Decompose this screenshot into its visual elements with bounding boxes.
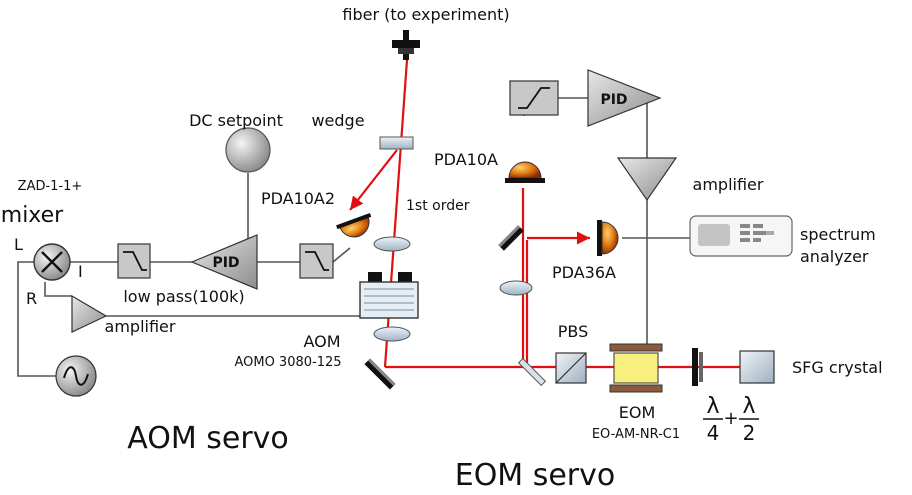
oscillator-icon [55,355,97,397]
aom-model-label: AOMO 3080-125 [234,355,341,370]
waveplate-formula: λ 4 + λ 2 [703,394,759,445]
pbs-cube-icon [555,352,587,384]
sfg-crystal-icon [739,350,775,384]
eom-servo-title: EOM servo [455,458,616,493]
amplifier-right-label: amplifier [693,175,764,194]
fiber-label: fiber (to experiment) [342,5,509,24]
amplifier-left-icon [71,294,108,333]
zad-label: ZAD-1-1+ [18,179,83,194]
eom-icon [609,343,663,393]
mirror-icon [364,358,396,390]
pda10a-detector-icon [505,161,545,183]
mixer-r-port: R [26,289,37,308]
pda36a-label: PDA36A [552,263,616,282]
aom-servo-title: AOM servo [127,421,289,456]
dc-setpoint-label: DC setpoint [189,111,283,130]
amplifier-right-icon [616,157,678,202]
lens-icon [373,326,411,342]
spectrum-analyzer-label-2: analyzer [800,247,869,266]
lambda-4-numerator: λ [706,394,719,419]
aom-label: AOM [303,332,340,351]
spectrum-analyzer-label-1: spectrum [800,225,876,244]
pid-controller-icon [587,69,662,127]
electrical-wires [17,97,690,377]
eom-label: EOM [619,403,656,422]
pda10a2-label: PDA10A2 [261,189,335,208]
pbs-label: PBS [558,322,589,341]
pda36a-detector-icon [597,220,619,256]
pda10a-label: PDA10A [434,150,498,169]
waveplate-icon [692,348,698,386]
aom-icon [359,272,419,319]
lens-icon [499,280,533,296]
wedge-label: wedge [311,111,364,130]
lambda-2-numerator: λ [742,394,755,419]
sfg-crystal-label: SFG crystal [792,358,883,377]
pid-right-label: PID [600,92,627,108]
spectrum-analyzer-icon [689,215,793,257]
mixer-label: mixer [1,203,64,228]
low-pass-filter-icon [299,243,334,279]
pid-left-label: PID [212,255,239,271]
lambda-2-denominator: 2 [743,421,756,445]
mirror-icon [498,225,524,251]
wedge-icon [379,136,414,150]
low-pass-label: low pass(100k) [123,287,244,306]
dc-setpoint-icon [225,127,271,173]
plus-sign: + [723,408,738,429]
fiber-coupler [392,30,420,60]
first-order-label: 1st order [406,198,470,214]
limiter-icon [509,80,559,116]
eom-model-label: EO-AM-NR-C1 [592,427,680,442]
low-pass-filter-icon [117,243,151,279]
mixer-i-port: I [78,262,83,281]
lens-icon [373,236,411,252]
pid-controller-icon [190,234,258,290]
pda10a2-detector-icon [336,213,372,238]
amplifier-left-label: amplifier [105,317,176,336]
mixer-l-port: L [14,235,23,254]
lambda-4-denominator: 4 [707,421,720,445]
beamsplitter-icon [517,357,547,387]
mixer-icon [33,243,71,281]
waveplate-icon [699,352,703,382]
